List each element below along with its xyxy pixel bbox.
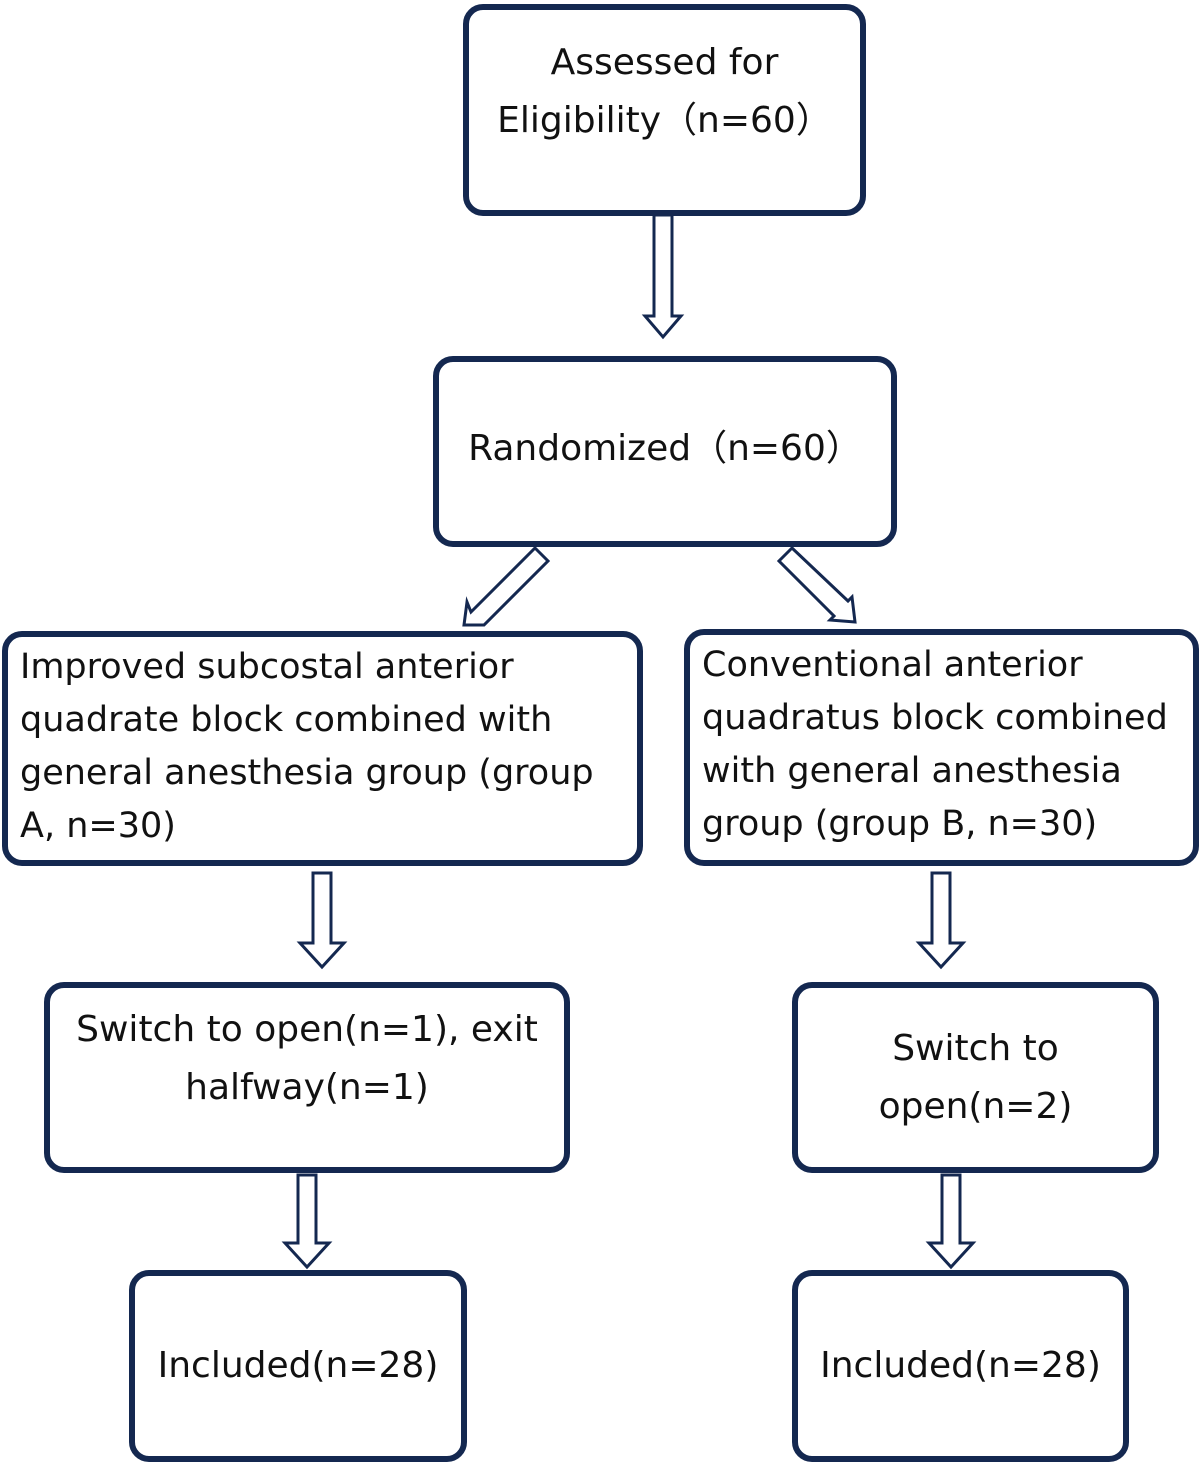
included-a-line-1: Included(n=28) xyxy=(157,1345,439,1386)
group-a-line-1: Improved subcostal anterior xyxy=(20,647,514,687)
exclusion-b-line-2: open(n=2) xyxy=(878,1085,1073,1127)
arrow-diagonal-randomized-to-group-a xyxy=(462,545,551,627)
exclusion-b-line-1: Switch to xyxy=(892,1027,1059,1069)
group-a-line-4: A, n=30) xyxy=(20,806,176,846)
randomized-line-1: Randomized（n=60） xyxy=(468,427,862,469)
arrow-down-group-b-to-exclusion-b xyxy=(915,871,967,970)
arrow-down-exclusion-a-to-included-a xyxy=(281,1173,333,1270)
exclusion-a-line-2: halfway(n=1) xyxy=(185,1066,429,1108)
group-b-line-2: quadratus block combined xyxy=(702,698,1168,738)
group-b-box: Conventional anterior quadratus block co… xyxy=(684,629,1199,866)
group-b-line-1: Conventional anterior xyxy=(702,645,1083,685)
group-a-box: Improved subcostal anterior quadrate blo… xyxy=(2,631,643,866)
assessed-line-2: Eligibility（n=60） xyxy=(497,100,832,141)
included-b-box: Included(n=28) xyxy=(792,1270,1129,1462)
included-b-line-1: Included(n=28) xyxy=(820,1345,1101,1386)
exclusion-a-box: Switch to open(n=1), exit halfway(n=1) xyxy=(44,982,570,1173)
group-b-line-3: with general anesthesia xyxy=(702,751,1122,791)
group-a-line-3: general anesthesia group (group xyxy=(20,753,594,793)
group-a-line-2: quadrate block combined with xyxy=(20,700,553,740)
exclusion-b-box: Switch to open(n=2) xyxy=(792,982,1159,1173)
assessed-line-1: Assessed for xyxy=(550,42,779,83)
group-b-line-4: group (group B, n=30) xyxy=(702,804,1098,844)
assessed-box: Assessed for Eligibility（n=60） xyxy=(463,4,866,216)
arrow-down-assessed-to-randomized xyxy=(641,213,685,340)
arrow-down-exclusion-b-to-included-b xyxy=(925,1173,977,1270)
included-a-box: Included(n=28) xyxy=(129,1270,467,1462)
arrow-diagonal-randomized-to-group-b xyxy=(776,545,857,624)
arrow-down-group-a-to-exclusion-a xyxy=(296,871,348,970)
randomized-box: Randomized（n=60） xyxy=(433,356,897,547)
exclusion-a-line-1: Switch to open(n=1), exit xyxy=(76,1008,538,1050)
